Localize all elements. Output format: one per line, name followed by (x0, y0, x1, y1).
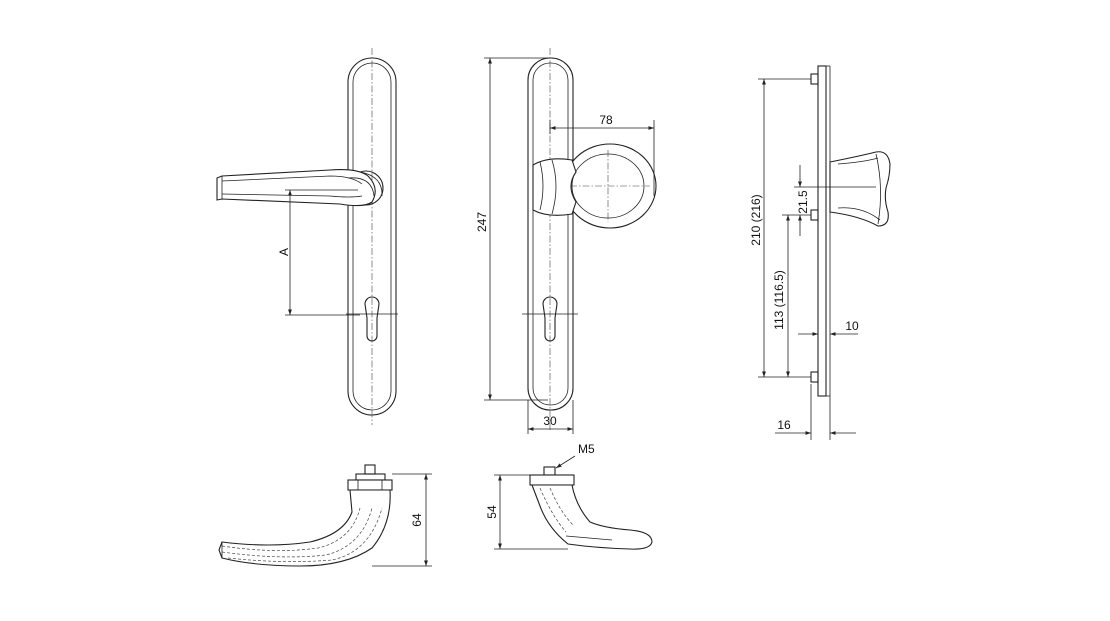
dimension-78-label: 78 (599, 113, 613, 127)
dimension-64-label: 64 (410, 513, 424, 527)
dimension-30-label: 30 (543, 414, 557, 428)
front-view-lever-handle: A (216, 48, 398, 425)
dimension-m5-label: M5 (578, 442, 595, 456)
dimension-21-5-label: 21.5 (796, 190, 810, 214)
dimension-10-label: 10 (845, 319, 859, 333)
dimension-16-label: 16 (777, 418, 791, 432)
front-view-pull-handle: 247 78 30 (475, 48, 657, 434)
side-view: 210 (216) 113 (116.5) 21.5 10 16 (749, 65, 891, 440)
dimension-113-label: 113 (116.5) (772, 270, 786, 330)
dimension-210-label: 210 (216) (749, 194, 763, 245)
pull-handle-side-view: M5 54 (485, 442, 653, 550)
dimension-247-label: 247 (475, 212, 489, 232)
dimension-a-label: A (277, 248, 291, 256)
lever-top-view: 64 (218, 464, 432, 567)
dimension-54-label: 54 (485, 505, 499, 519)
